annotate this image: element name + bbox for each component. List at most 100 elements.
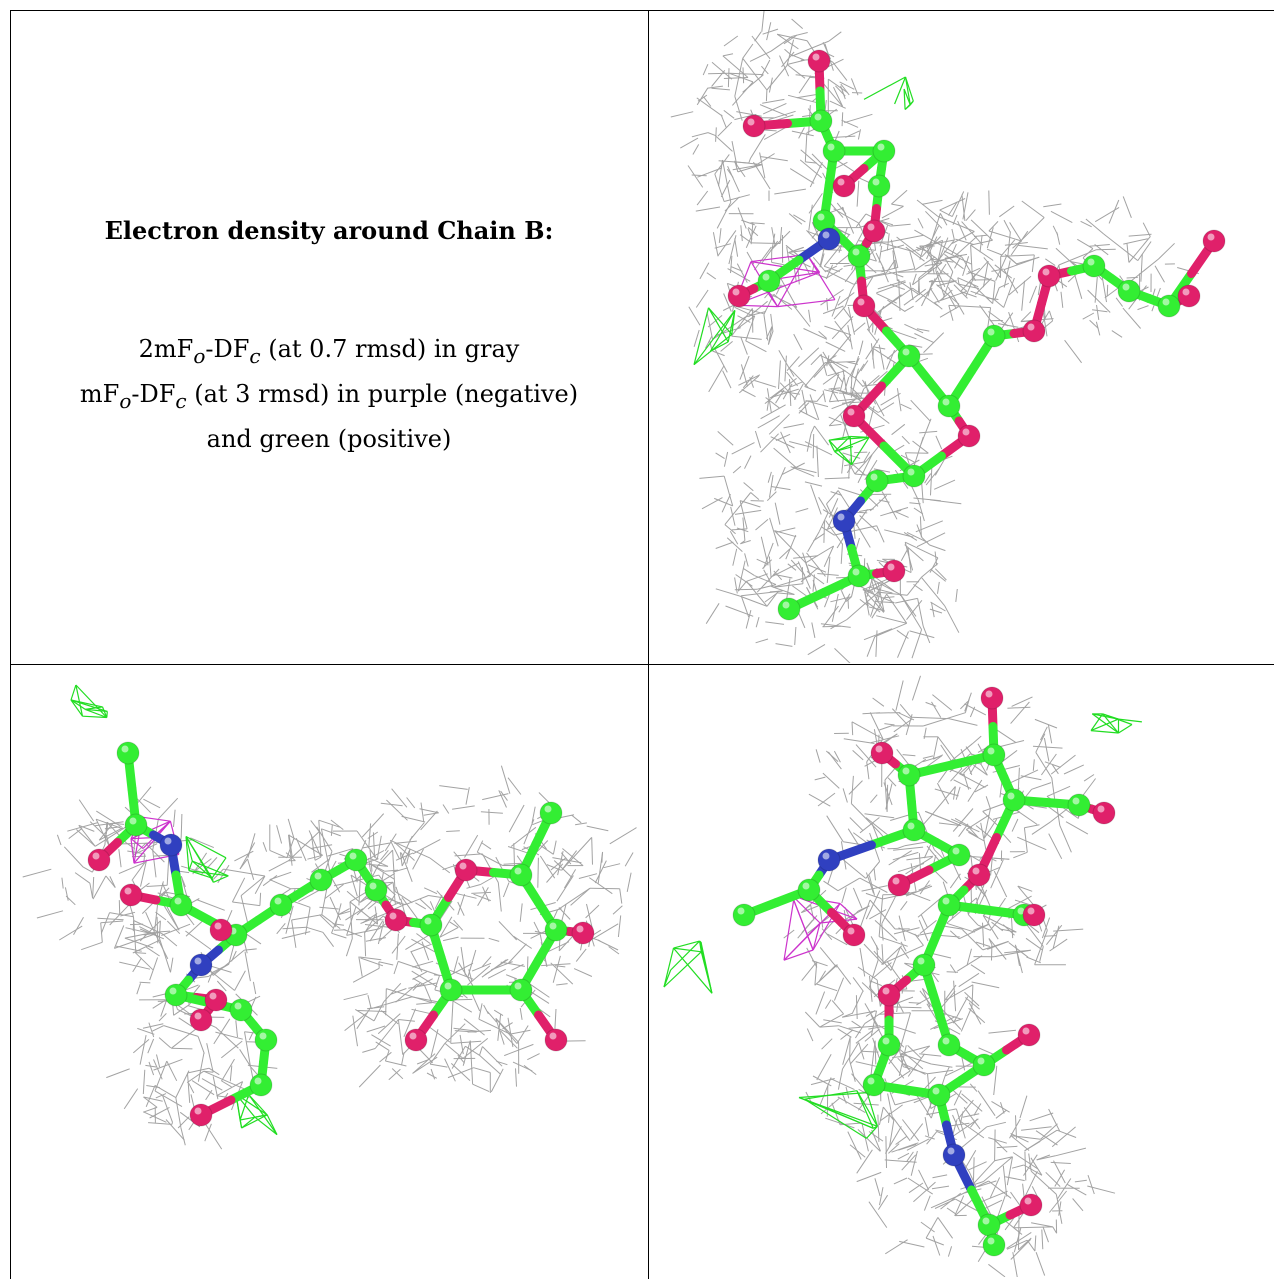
p1-gray-density-mesh-segment: [800, 149, 823, 169]
p3-gray-density-mesh-segment: [1010, 701, 1030, 724]
p2-gray-density-mesh-segment: [89, 883, 94, 899]
p3-gray-density-mesh-segment: [1011, 818, 1019, 832]
p2-gray-density-mesh-segment: [412, 971, 428, 980]
p1-gray-density-mesh-segment: [770, 313, 774, 332]
p2-gray-density-mesh-segment: [165, 1119, 185, 1141]
p1-gray-density-mesh-segment: [844, 461, 867, 467]
p2-gray-density-mesh-segment: [472, 1083, 490, 1093]
p3-gray-density-mesh-segment: [1048, 833, 1063, 860]
p2-green-positive-mesh-edge: [191, 860, 213, 879]
p3-gray-density-mesh-segment: [1023, 1164, 1043, 1176]
p1-gray-density-mesh-segment: [757, 584, 777, 590]
p2-gray-density-mesh-segment: [578, 873, 598, 879]
p3-gray-density-mesh-segment: [893, 1025, 916, 1034]
p3-gray-density-mesh-segment: [1030, 1157, 1043, 1176]
p1-gray-density-mesh-segment: [894, 260, 898, 282]
p1-ligand-atom-highlight: [1122, 283, 1130, 291]
p2-gray-density-mesh-segment: [318, 820, 322, 858]
p3-gray-density-mesh-segment: [1012, 1252, 1018, 1277]
p3-gray-density-mesh-segment: [975, 941, 991, 947]
p2-gray-density-mesh-segment: [232, 901, 260, 907]
p1-gray-density-mesh-segment: [900, 594, 917, 617]
p2-ligand-atom-carbon: [269, 893, 293, 917]
p3-gray-density-mesh-segment: [966, 948, 972, 966]
p1-gray-density-mesh-segment: [862, 588, 885, 613]
p3-gray-density-mesh-segment: [1072, 1198, 1084, 1212]
p2-gray-density-mesh-segment: [320, 828, 331, 873]
p1-gray-density-mesh-segment: [961, 221, 984, 246]
p2-ligand-atom-carbon: [439, 978, 463, 1002]
p2-gray-density-mesh-segment: [318, 819, 340, 828]
p2-gray-density-mesh-segment: [467, 949, 477, 978]
p3-gray-density-mesh-segment: [843, 738, 875, 744]
p1-gray-density-mesh-segment: [846, 591, 880, 620]
p1-gray-density-mesh-segment: [706, 272, 717, 280]
p3-gray-density-mesh-segment: [906, 1138, 930, 1151]
p1-gray-density-mesh-segment: [889, 509, 902, 514]
p1-gray-density-mesh-segment: [930, 601, 946, 612]
p3-gray-density-mesh-segment: [982, 922, 985, 947]
p2-gray-density-mesh-segment: [541, 963, 571, 967]
p2-gray-density-mesh-segment: [356, 830, 378, 860]
p2-gray-density-mesh-segment: [134, 951, 154, 971]
p1-ligand-atom-oxygen: [862, 219, 886, 243]
p1-gray-density-mesh-segment: [687, 165, 704, 188]
p3-gray-density-mesh-segment: [870, 735, 900, 744]
p1-ligand-atom-highlight: [847, 408, 855, 416]
p1-gray-density-mesh-segment: [864, 591, 869, 607]
p2-gray-density-mesh-segment: [405, 933, 432, 951]
p3-gray-density-mesh-segment: [859, 899, 871, 930]
p3-gray-density-mesh-segment: [1049, 938, 1068, 952]
p1-gray-density-mesh-segment: [872, 348, 874, 360]
p2-gray-density-mesh-segment: [458, 962, 475, 988]
p2-gray-density-mesh-segment: [624, 852, 634, 867]
p3-ligand-atom-highlight: [892, 877, 900, 885]
p1-green-positive-mesh-edge: [834, 436, 870, 453]
p2-gray-density-mesh-segment: [369, 857, 389, 867]
p3-gray-density-mesh-segment: [932, 1235, 941, 1256]
p2-gray-density-mesh-segment: [467, 965, 491, 986]
p1-gray-density-mesh-segment: [1012, 240, 1022, 249]
p2-ligand-atom-nitrogen: [159, 833, 183, 857]
p1-gray-density-mesh-segment: [944, 253, 964, 270]
p2-gray-density-mesh-segment: [306, 926, 324, 933]
p2-gray-density-mesh-segment: [262, 874, 278, 887]
p3-gray-density-mesh-segment: [877, 1194, 889, 1210]
p2-green-positive-mesh-edge: [70, 699, 103, 708]
p2-gray-density-mesh-segment: [392, 867, 409, 873]
p1-ligand-atom-oxygen: [727, 284, 751, 308]
p1-gray-density-mesh-segment: [931, 602, 935, 618]
p1-gray-density-mesh-segment: [768, 413, 790, 435]
p2-gray-density-mesh-segment: [391, 935, 406, 954]
molecule-view-bottom-right: [649, 665, 1273, 1277]
p2-gray-density-mesh-segment: [398, 960, 440, 976]
p2-gray-density-mesh-segment: [343, 993, 368, 1001]
p1-ligand-atom-highlight: [747, 118, 755, 126]
p2-gray-density-mesh-segment: [465, 787, 470, 805]
p1-gray-density-mesh-segment: [703, 96, 712, 107]
p1-gray-density-mesh-segment: [854, 322, 866, 333]
p2-gray-density-mesh-segment: [181, 865, 202, 873]
p2-gray-density-mesh-segment: [601, 852, 603, 863]
p1-green-positive-mesh-edge: [708, 307, 733, 335]
p3-gray-density-mesh-segment: [946, 971, 959, 973]
p2-gray-density-mesh-segment: [530, 990, 550, 1004]
p1-gray-density-mesh-segment: [906, 531, 928, 543]
p2-ligand-atom-highlight: [514, 982, 522, 990]
p3-ligand-atom-nitrogen: [817, 848, 841, 872]
p1-gray-density-mesh-segment: [904, 305, 914, 312]
p1-gray-density-mesh-segment: [727, 68, 730, 88]
p2-gray-density-mesh-segment: [405, 895, 429, 906]
p2-gray-density-mesh-segment: [413, 1053, 436, 1073]
grid-divider-horizontal: [10, 664, 1274, 665]
p3-gray-density-mesh-segment: [1025, 937, 1043, 951]
p3-gray-density-mesh-segment: [851, 721, 854, 736]
p1-gray-density-mesh-segment: [829, 360, 856, 379]
p3-gray-density-mesh-segment: [1029, 1112, 1054, 1122]
p1-gray-density-mesh-segment: [873, 468, 891, 473]
p1-gray-density-mesh-segment: [766, 590, 779, 607]
p2-gray-density-mesh-segment: [391, 788, 408, 808]
p3-gray-density-mesh-segment: [897, 845, 905, 849]
p1-gray-density-mesh-segment: [914, 229, 924, 236]
p2-gray-density-mesh-segment: [147, 1038, 155, 1054]
